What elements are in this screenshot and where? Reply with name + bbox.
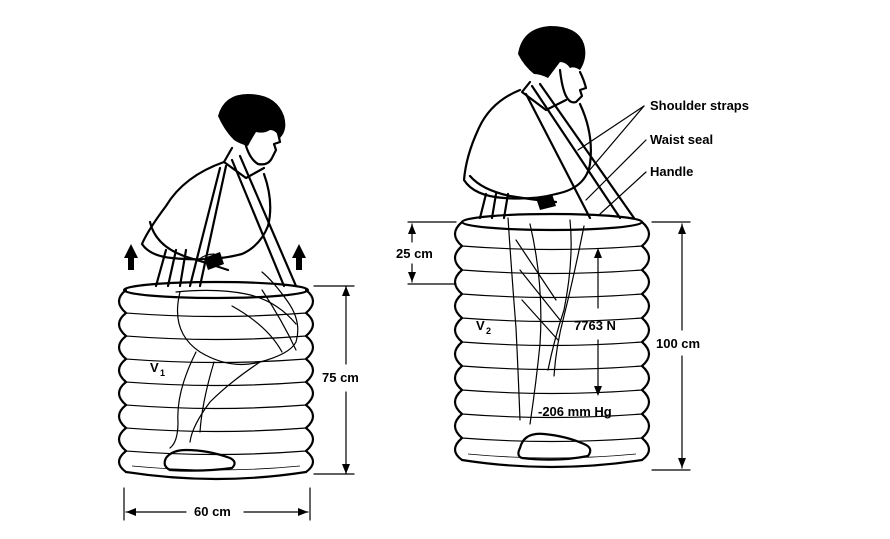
right-height-dimension bbox=[651, 221, 691, 471]
left-volume-subscript: 1 bbox=[160, 368, 165, 378]
right-volume-subscript: 2 bbox=[486, 326, 491, 336]
callout-leaders bbox=[577, 105, 647, 215]
right-person bbox=[462, 26, 636, 461]
right-bellows bbox=[453, 212, 651, 469]
extension-dimension bbox=[407, 221, 457, 285]
pressure-label: -206 mm Hg bbox=[538, 404, 612, 419]
force-label: 7763 N bbox=[574, 318, 616, 333]
callout-shoulder-straps: Shoulder straps bbox=[650, 98, 749, 113]
left-width-label: 60 cm bbox=[194, 504, 231, 519]
callout-waist-seal: Waist seal bbox=[650, 132, 713, 147]
left-volume-label: V bbox=[150, 360, 159, 375]
extension-label: 25 cm bbox=[396, 246, 433, 261]
left-width-dimension bbox=[123, 487, 311, 521]
force-arrows bbox=[594, 248, 602, 396]
left-person bbox=[140, 94, 299, 472]
callout-handle: Handle bbox=[650, 164, 693, 179]
left-height-dimension bbox=[313, 285, 355, 475]
left-height-label: 75 cm bbox=[322, 370, 359, 385]
right-volume-label: V bbox=[476, 318, 485, 333]
right-height-label: 100 cm bbox=[656, 336, 700, 351]
lift-arrows bbox=[124, 244, 306, 270]
